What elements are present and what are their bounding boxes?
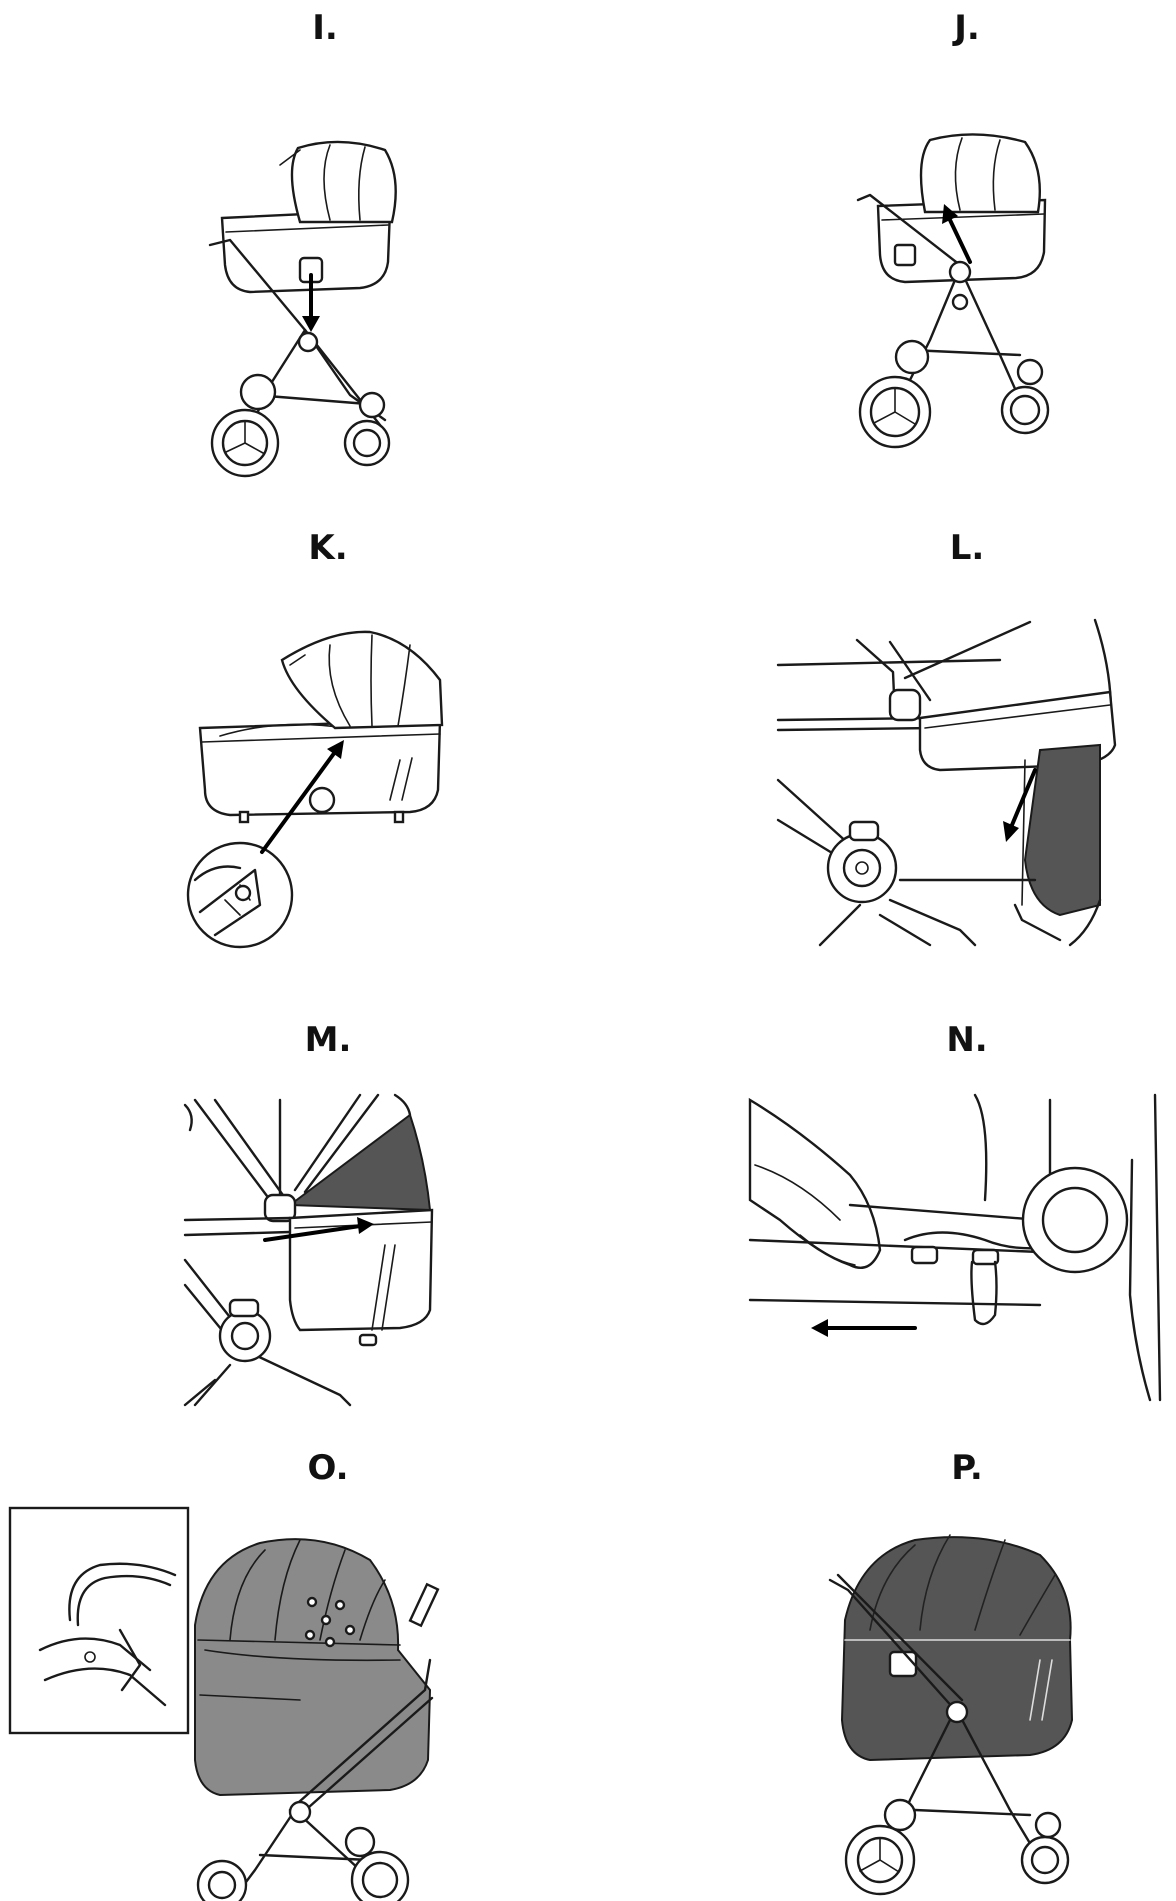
hood-clip-detail-icon (186, 630, 444, 949)
mesh-cover-icon (8, 1506, 440, 1901)
stroller-bassinet-attach-icon (208, 140, 397, 478)
step-label-k: K. (308, 528, 348, 568)
step-label-j: J. (954, 8, 980, 48)
step-label-m: M. (304, 1020, 352, 1060)
strap-buckle-icon (748, 1093, 1162, 1402)
step-label-n: N. (946, 1020, 988, 1060)
bassinet-release-icon (856, 133, 1050, 449)
step-label-o: O. (307, 1448, 349, 1488)
step-label-p: P. (951, 1448, 983, 1488)
zip-slide-icon (183, 1093, 434, 1407)
zip-closure-icon (776, 618, 1117, 947)
rain-cover-icon (828, 1534, 1074, 1896)
step-label-l: L. (949, 528, 985, 568)
step-label-i: I. (312, 8, 338, 48)
